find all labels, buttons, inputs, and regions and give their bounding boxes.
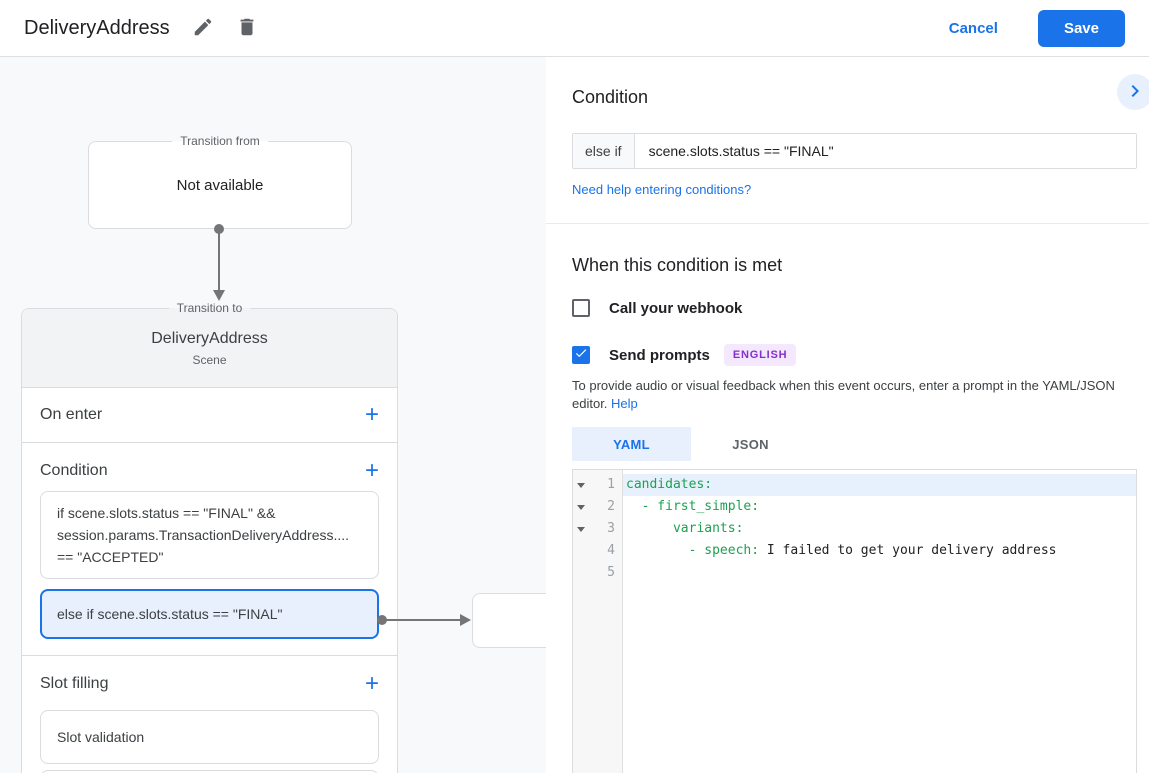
tab-json[interactable]: JSON bbox=[691, 427, 810, 461]
when-condition-met-title: When this condition is met bbox=[572, 255, 783, 275]
condition-section-label: Condition bbox=[40, 462, 108, 479]
line-number: 1 bbox=[607, 477, 615, 492]
condition-input-group: else if bbox=[572, 133, 1137, 169]
webhook-row: Call your webhook bbox=[572, 299, 1137, 317]
send-prompts-label: Send prompts bbox=[609, 346, 710, 364]
slot-filling-label: Slot filling bbox=[40, 675, 109, 692]
fold-toggle[interactable] bbox=[573, 526, 589, 532]
fold-down-icon bbox=[577, 526, 585, 532]
condition-line: if scene.slots.status == "FINAL" && bbox=[57, 505, 276, 521]
transition-to-legend: Transition to bbox=[168, 301, 251, 315]
fold-toggle[interactable] bbox=[573, 482, 589, 488]
add-icon: + bbox=[364, 401, 379, 428]
transition-to-card: Transition to DeliveryAddress Scene On e… bbox=[21, 301, 398, 773]
language-badge: ENGLISH bbox=[723, 344, 797, 366]
condition-expression-input[interactable] bbox=[634, 134, 1136, 168]
on-enter-row: On enter + bbox=[22, 388, 397, 443]
gutter-row: 3 bbox=[573, 518, 622, 540]
line-number: 3 bbox=[607, 521, 615, 536]
code-line bbox=[623, 562, 1136, 584]
send-prompts-checkbox[interactable] bbox=[572, 346, 590, 364]
editor-code-area[interactable]: candidates: - first_simple: variants: - … bbox=[623, 470, 1136, 773]
add-icon: + bbox=[364, 670, 379, 697]
transition-from-legend: Transition from bbox=[172, 134, 268, 148]
fold-down-icon bbox=[577, 482, 585, 488]
slot-filling-label-row: Slot filling + bbox=[40, 664, 379, 704]
scene-name: DeliveryAddress bbox=[151, 329, 268, 347]
tab-yaml[interactable]: YAML bbox=[572, 427, 691, 461]
edit-title-button[interactable] bbox=[192, 16, 214, 41]
condition-section: Condition + if scene.slots.status == "FI… bbox=[22, 443, 397, 656]
panel-divider bbox=[546, 223, 1149, 224]
on-enter-label: On enter bbox=[40, 406, 103, 423]
code-line: variants: bbox=[623, 518, 1136, 540]
transition-from-value: Not available bbox=[176, 176, 264, 194]
add-slot-button[interactable]: + bbox=[365, 672, 379, 696]
slot-validation-item[interactable]: Slot validation bbox=[40, 710, 379, 764]
cancel-button[interactable]: Cancel bbox=[948, 19, 998, 37]
call-webhook-checkbox[interactable] bbox=[572, 299, 590, 317]
checkmark-icon bbox=[574, 346, 588, 365]
call-webhook-label: Call your webhook bbox=[609, 299, 743, 317]
page-title: DeliveryAddress bbox=[24, 16, 170, 39]
transition-arrow-down bbox=[213, 224, 225, 301]
prompt-description: To provide audio or visual feedback when… bbox=[572, 377, 1132, 413]
yaml-key: candidates: bbox=[626, 477, 713, 492]
chevron-right-icon bbox=[1123, 79, 1147, 106]
gutter-row: 1 bbox=[573, 474, 622, 496]
scene-card-header[interactable]: DeliveryAddress Scene bbox=[22, 309, 397, 388]
add-on-enter-button[interactable]: + bbox=[365, 403, 379, 427]
add-icon: + bbox=[364, 457, 379, 484]
condition-transition-arrow bbox=[377, 614, 471, 626]
gutter-row: 2 bbox=[573, 496, 622, 518]
editor-gutter: 1 2 3 4 5 bbox=[573, 470, 623, 773]
send-prompts-row: Send prompts ENGLISH bbox=[572, 344, 1137, 366]
transition-target-box[interactable] bbox=[472, 593, 546, 648]
fold-toggle[interactable] bbox=[573, 504, 589, 510]
editor-tabs: YAML JSON bbox=[572, 427, 1137, 461]
save-button[interactable]: Save bbox=[1037, 9, 1125, 47]
condition-line: session.params.TransactionDeliveryAddres… bbox=[57, 527, 350, 543]
code-line: candidates: bbox=[623, 474, 1136, 496]
pencil-icon bbox=[192, 16, 214, 41]
gutter-row: 4 bbox=[573, 540, 622, 562]
main-content: Transition from Not available Transition… bbox=[0, 57, 1149, 773]
add-condition-button[interactable]: + bbox=[365, 459, 379, 483]
slot-filling-section: Slot filling + Slot validation Transacti… bbox=[22, 656, 397, 773]
scene-diagram: Transition from Not available Transition… bbox=[0, 57, 546, 773]
line-number: 4 bbox=[607, 543, 615, 558]
condition-prefix-label: else if bbox=[573, 134, 635, 168]
top-bar: DeliveryAddress Cancel Save bbox=[0, 0, 1149, 57]
fold-down-icon bbox=[577, 504, 585, 510]
condition-label-row: Condition + bbox=[40, 451, 379, 491]
code-line: - first_simple: bbox=[623, 496, 1136, 518]
transition-from-box: Transition from Not available bbox=[88, 134, 352, 229]
prompt-description-text: To provide audio or visual feedback when… bbox=[572, 378, 1115, 411]
yaml-value: I failed to get your delivery address bbox=[766, 543, 1057, 558]
condition-block-if[interactable]: if scene.slots.status == "FINAL" && sess… bbox=[40, 491, 379, 579]
condition-line: else if scene.slots.status == "FINAL" bbox=[57, 606, 283, 622]
yaml-key: - speech: bbox=[626, 543, 767, 558]
yaml-key: variants: bbox=[626, 521, 744, 536]
line-number: 5 bbox=[607, 565, 615, 580]
delete-scene-button[interactable] bbox=[236, 16, 258, 41]
condition-panel: Condition else if Need help entering con… bbox=[546, 57, 1149, 773]
yaml-key: - first_simple: bbox=[626, 499, 760, 514]
code-line: - speech: I failed to get your delivery … bbox=[623, 540, 1136, 562]
trash-icon bbox=[236, 16, 258, 41]
condition-line: == "ACCEPTED" bbox=[57, 549, 164, 565]
conditions-help-link[interactable]: Need help entering conditions? bbox=[572, 182, 752, 197]
topbar-actions: Cancel Save bbox=[948, 9, 1125, 47]
collapse-panel-button[interactable] bbox=[1117, 74, 1149, 110]
gutter-row: 5 bbox=[573, 562, 622, 584]
yaml-editor[interactable]: 1 2 3 4 5 can bbox=[572, 469, 1137, 773]
condition-block-elseif-selected[interactable]: else if scene.slots.status == "FINAL" bbox=[40, 589, 379, 639]
scene-type-label: Scene bbox=[192, 352, 227, 367]
line-number: 2 bbox=[607, 499, 615, 514]
panel-title: Condition bbox=[572, 87, 649, 107]
help-link[interactable]: Help bbox=[611, 396, 638, 411]
